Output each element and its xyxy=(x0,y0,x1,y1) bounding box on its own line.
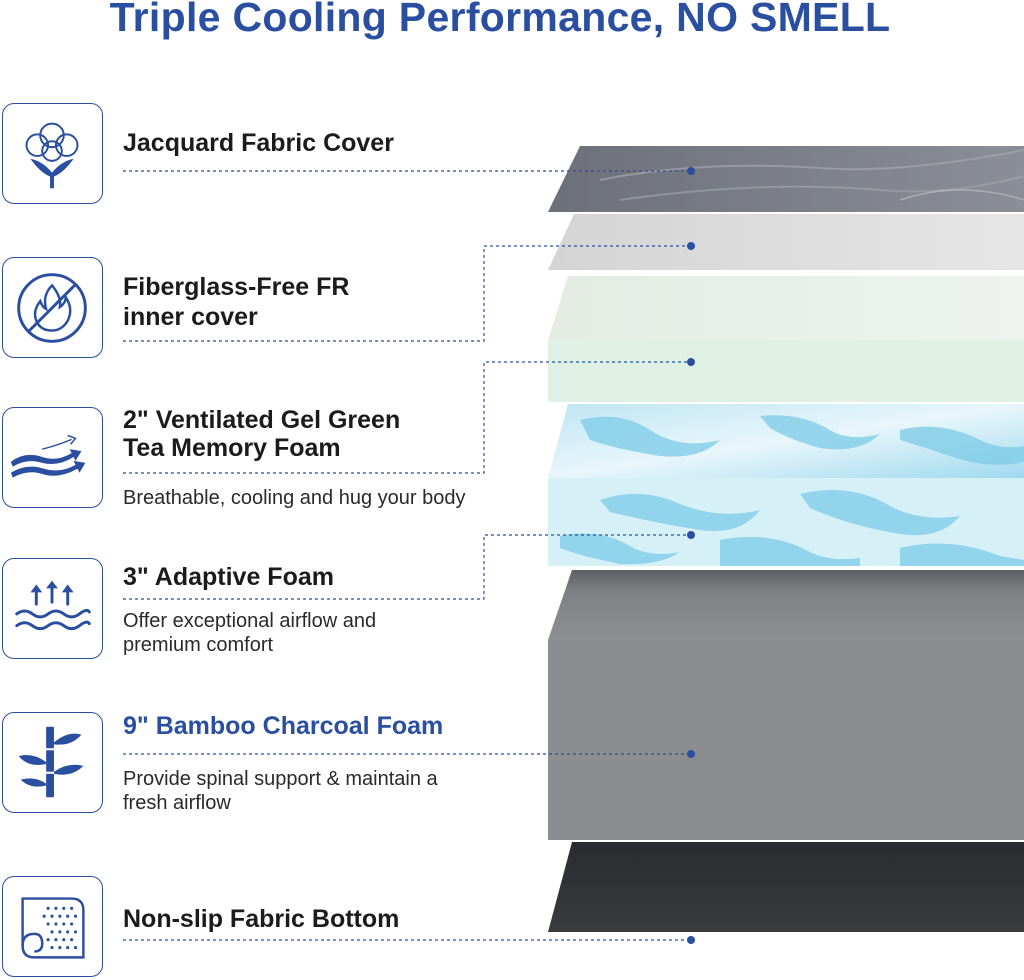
no-fire-icon-box xyxy=(2,257,103,358)
page-title: Triple Cooling Performance, NO SMELL xyxy=(109,0,891,40)
layer-label-fr-cover-line1: Fiberglass-Free FR xyxy=(123,273,350,301)
leader-dot-fr xyxy=(687,242,695,250)
layer-label-gel-foam-line2: Tea Memory Foam xyxy=(123,434,341,462)
layer-label-adaptive-foam: 3" Adaptive Foam xyxy=(123,563,334,591)
leader-dot-bamboo xyxy=(687,750,695,758)
leader-line-fr xyxy=(123,245,690,342)
bamboo-charcoal-foam-layer xyxy=(548,570,1024,840)
airflow-icon xyxy=(10,434,86,478)
jacquard-cover-layer xyxy=(548,146,1024,212)
waves-arrows-icon-box xyxy=(2,558,103,659)
leader-line-adaptive xyxy=(123,534,690,600)
leader-dot-gel xyxy=(687,358,695,366)
cotton-icon-box xyxy=(2,103,103,204)
dotted-fabric-icon-box xyxy=(2,876,103,977)
nonslip-bottom-layer xyxy=(548,842,1024,932)
bamboo-icon xyxy=(18,726,84,798)
layer-desc-gel-foam: Breathable, cooling and hug your body xyxy=(123,487,466,509)
leader-dot-jacquard xyxy=(687,167,695,175)
layer-label-nonslip-bottom: Non-slip Fabric Bottom xyxy=(123,905,400,933)
adaptive-foam-layer xyxy=(548,404,1024,566)
layer-desc-bamboo-foam-line2: fresh airflow xyxy=(123,792,231,814)
cotton-icon xyxy=(25,122,79,189)
layer-label-bamboo-foam: 9" Bamboo Charcoal Foam xyxy=(123,712,444,740)
layer-desc-adaptive-foam-line1: Offer exceptional airflow and xyxy=(123,610,377,632)
no-fire-icon xyxy=(17,273,87,343)
airflow-icon-box xyxy=(2,407,103,508)
bamboo-icon-box xyxy=(2,712,103,813)
layer-label-fr-cover-line2: inner cover xyxy=(123,303,258,331)
gel-green-tea-foam-layer xyxy=(548,276,1024,402)
layer-label-gel-foam-line1: 2" Ventilated Gel Green xyxy=(123,406,401,434)
leader-dot-bottom xyxy=(687,936,695,944)
layer-desc-adaptive-foam-line2: premium comfort xyxy=(123,634,274,656)
leader-line-gel xyxy=(123,361,690,474)
waves-arrows-icon xyxy=(15,580,91,631)
leader-dot-adaptive xyxy=(687,531,695,539)
dotted-fabric-icon xyxy=(21,897,85,959)
layer-desc-bamboo-foam-line1: Provide spinal support & maintain a xyxy=(123,768,438,790)
fr-inner-cover-layer xyxy=(548,214,1024,270)
layer-label-jacquard-cover: Jacquard Fabric Cover xyxy=(123,129,394,157)
